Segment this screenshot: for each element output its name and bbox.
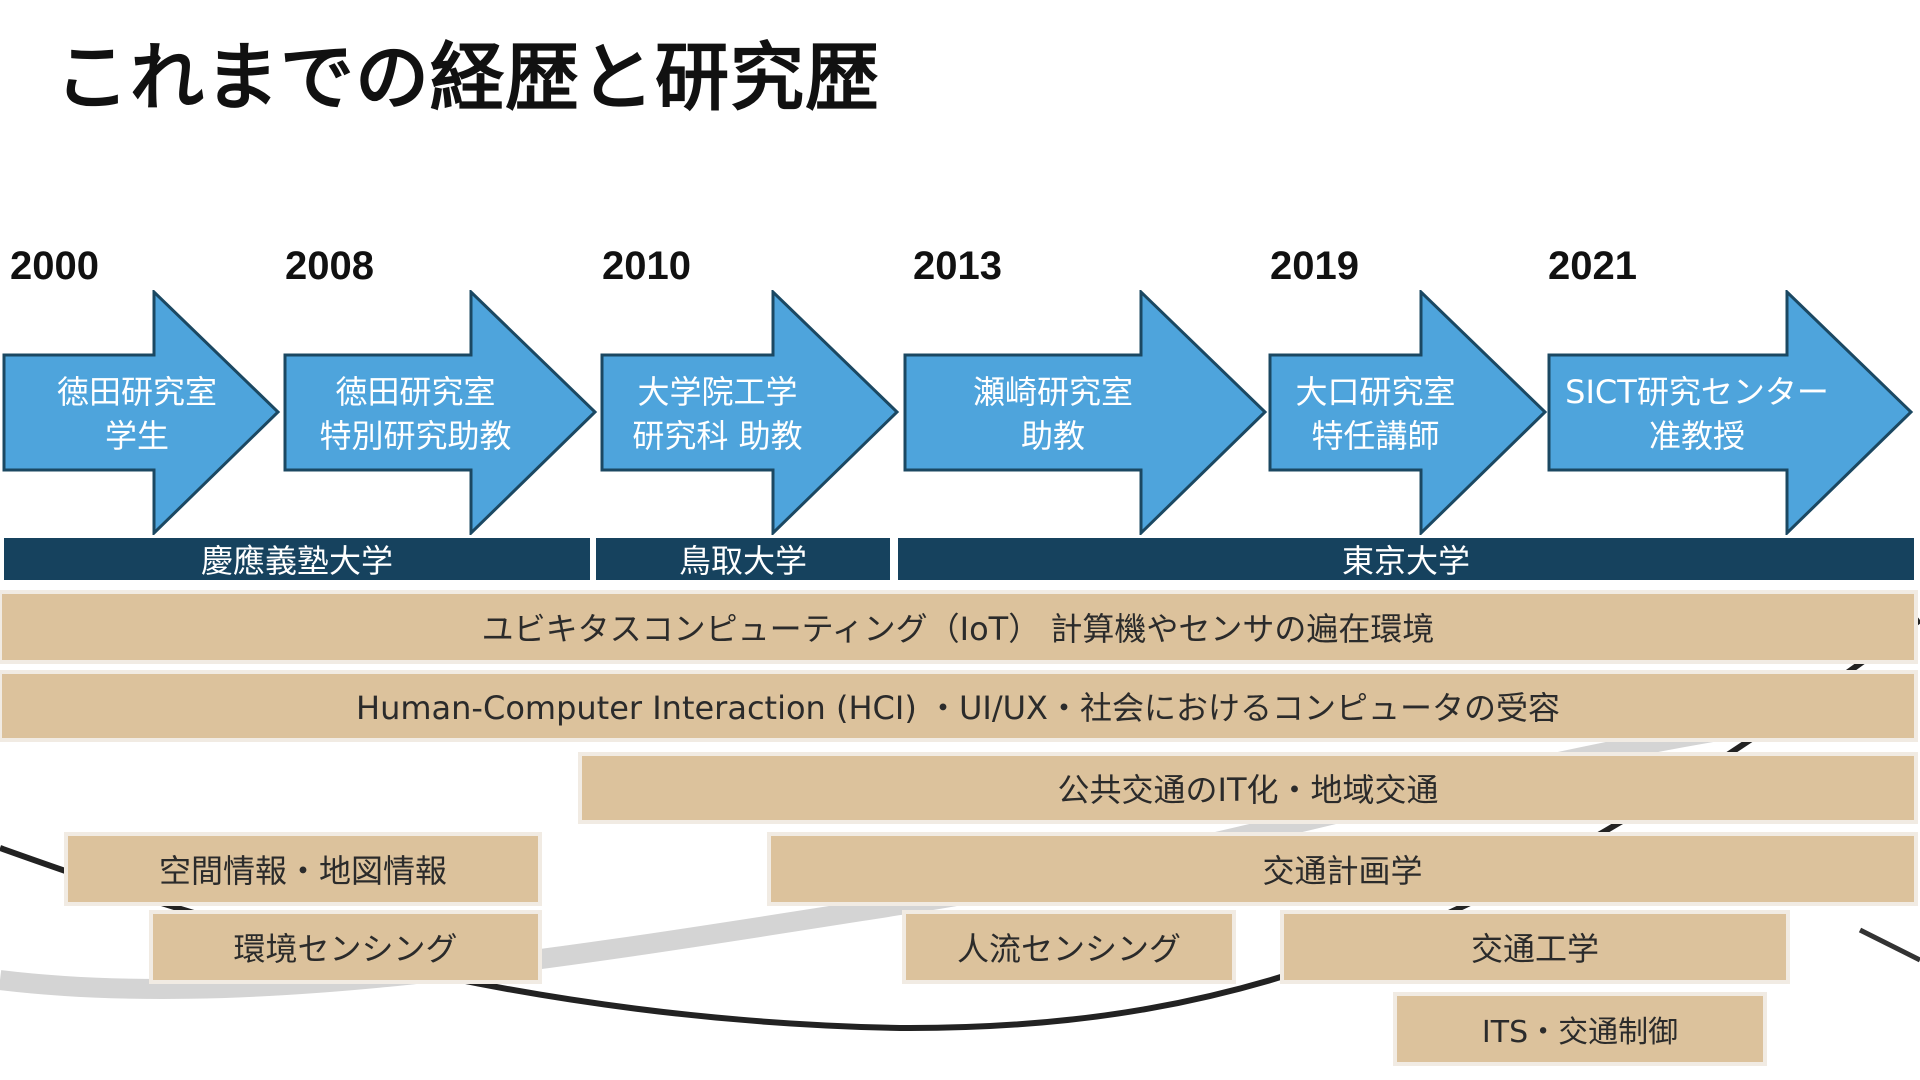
- page-title: これまでの経歴と研究歴: [55, 35, 880, 121]
- arrow-label: 徳田研究室 学生: [2, 370, 272, 458]
- institution-bar-tokyo: 東京大学: [898, 538, 1914, 580]
- timeline-arrow-2021: SICT研究センター 准教授: [1547, 290, 1914, 535]
- institution-bar-tottori: 鳥取大学: [596, 538, 890, 580]
- arrow-label: 大学院工学 研究科 助教: [600, 370, 835, 458]
- arrow-shape: [1547, 290, 1914, 535]
- arrow-shape: [1268, 290, 1548, 535]
- timeline-arrow-2008: 徳田研究室 特別研究助教: [283, 290, 598, 535]
- timeline-year-2010: 2010: [602, 244, 691, 288]
- institution-bar-keio: 慶應義塾大学: [4, 538, 590, 580]
- research-topic-public-transit-it: 公共交通のIT化・地域交通: [582, 756, 1914, 820]
- arrow-label: 瀬崎研究室 助教: [903, 370, 1203, 458]
- arrow-label-line1: 瀬崎研究室: [972, 373, 1133, 411]
- timeline-year-2008: 2008: [285, 244, 374, 288]
- arrow-shape: [903, 290, 1268, 535]
- research-topic-its-traffic-control: ITS・交通制御: [1397, 996, 1763, 1062]
- arrow-shape: [2, 290, 281, 535]
- arrow-shape: [600, 290, 900, 535]
- timeline-arrow-2013: 瀬崎研究室 助教: [903, 290, 1268, 535]
- timeline-year-2013: 2013: [913, 244, 1002, 288]
- research-topic-environmental-sensing: 環境センシング: [153, 914, 538, 980]
- arrow-label-line2: 学生: [104, 417, 169, 455]
- timeline-year-2021: 2021: [1548, 244, 1637, 288]
- arrow-label-line2: 助教: [1020, 417, 1085, 455]
- arrow-shape: [283, 290, 598, 535]
- arrow-label-line1: 大口研究室: [1295, 373, 1456, 411]
- arrow-label-line1: 大学院工学: [637, 373, 798, 411]
- arrow-label: SICT研究センター 准教授: [1547, 370, 1847, 458]
- arrow-label-line2: 研究科 助教: [632, 417, 803, 455]
- arrow-label-line1: 徳田研究室: [56, 373, 217, 411]
- timeline-year-2019: 2019: [1270, 244, 1359, 288]
- timeline-arrow-2000: 徳田研究室 学生: [2, 290, 302, 535]
- timeline-arrow-2010: 大学院工学 研究科 助教: [600, 290, 900, 535]
- research-topic-spatial-info: 空間情報・地図情報: [68, 836, 538, 902]
- arrow-label-line1: 徳田研究室: [335, 373, 496, 411]
- arrow-label: 大口研究室 特任講師: [1268, 370, 1483, 458]
- research-topic-transport-planning: 交通計画学: [771, 836, 1914, 902]
- arrow-label: 徳田研究室 特別研究助教: [288, 370, 543, 458]
- research-topic-ubiquitous: ユビキタスコンピューティング（IoT） 計算機やセンサの遍在環境: [2, 594, 1914, 660]
- arrow-label-line2: 特別研究助教: [319, 417, 512, 455]
- research-topic-hci: Human-Computer Interaction (HCI) ・UI/UX・…: [2, 674, 1914, 738]
- research-topic-traffic-engineering: 交通工学: [1284, 914, 1786, 980]
- arrow-label-line1: SICT研究センター: [1565, 373, 1829, 411]
- arrow-label-line2: 特任講師: [1311, 417, 1440, 455]
- research-topic-people-flow-sensing: 人流センシング: [906, 914, 1232, 980]
- timeline-arrow-2019: 大口研究室 特任講師: [1268, 290, 1568, 535]
- timeline-year-2000: 2000: [10, 244, 99, 288]
- arrow-label-line2: 准教授: [1648, 417, 1745, 455]
